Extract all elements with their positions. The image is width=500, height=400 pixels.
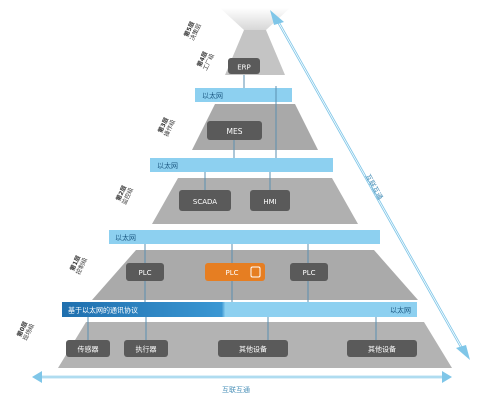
interconnect-arrow-right xyxy=(270,10,470,360)
interconnect-arrow-bottom xyxy=(32,371,452,383)
interconnect-label-right: 互联互通 xyxy=(363,172,384,201)
connection-lines xyxy=(87,75,377,340)
network-bar-eth1 xyxy=(195,88,292,102)
node-scada: SCADA xyxy=(179,190,231,211)
network-label-protocol: 基于以太网的通讯协议 xyxy=(68,306,138,315)
node-plc-center: PLC xyxy=(205,263,265,281)
level-label-0: 第0层 现场级 xyxy=(15,320,36,342)
node-other-device-1: 其他设备 xyxy=(218,340,288,357)
level-label-4: 第4层 工厂级 xyxy=(195,50,216,72)
network-label-eth3: 以太网 xyxy=(115,233,136,242)
node-hmi-label: HMI xyxy=(263,198,276,206)
arrowhead-top-icon xyxy=(270,10,284,25)
network-label-eth1: 以太网 xyxy=(202,91,223,100)
node-mes-label: MES xyxy=(227,127,243,136)
node-actuator-label: 执行器 xyxy=(136,345,157,354)
level-label-3: 第3层 操作级 xyxy=(156,116,177,138)
plc-device-icon xyxy=(250,266,261,278)
node-plc-center-label: PLC xyxy=(225,269,238,277)
node-other-device-2: 其他设备 xyxy=(347,340,417,357)
arrowhead-left-icon xyxy=(32,371,42,383)
network-label-eth4: 以太网 xyxy=(390,306,411,315)
node-actuator: 执行器 xyxy=(124,340,168,357)
node-plc-left: PLC xyxy=(126,263,164,281)
network-bar-eth2 xyxy=(150,158,333,172)
node-erp-label: ERP xyxy=(237,64,251,72)
node-mes: MES xyxy=(207,121,262,140)
network-label-eth2: 以太网 xyxy=(157,161,178,170)
node-plc-right: PLC xyxy=(290,263,328,281)
network-bar-eth3 xyxy=(109,230,380,244)
node-other-1-label: 其他设备 xyxy=(239,345,267,354)
node-hmi: HMI xyxy=(250,190,290,211)
interconnect-label-bottom: 互联互通 xyxy=(222,385,250,394)
level-label-2: 第2层 监控级 xyxy=(114,184,135,206)
node-sensor: 传感器 xyxy=(66,340,110,357)
node-other-2-label: 其他设备 xyxy=(368,345,396,354)
node-plc-left-label: PLC xyxy=(138,269,151,277)
network-bar-protocol xyxy=(62,302,417,317)
arrowhead-bottom-icon xyxy=(456,345,470,360)
node-erp: ERP xyxy=(228,58,260,74)
node-scada-label: SCADA xyxy=(193,198,217,206)
node-sensor-label: 传感器 xyxy=(78,345,99,354)
level-label-1: 第1层 控制级 xyxy=(68,254,89,276)
level-label-5: 第5层 决策层 xyxy=(182,20,203,42)
arrowhead-right-icon xyxy=(442,371,452,383)
node-plc-right-label: PLC xyxy=(302,269,315,277)
